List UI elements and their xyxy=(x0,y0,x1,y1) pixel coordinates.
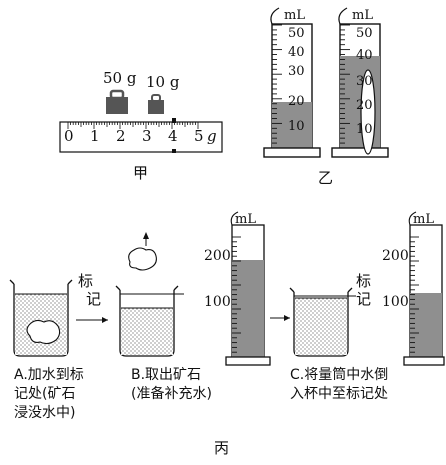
removed-ore-rock xyxy=(128,247,157,271)
step-a-line-1: A.加水到标 xyxy=(14,367,84,383)
step-c-line-2: 入杯中至标记处 xyxy=(290,386,388,402)
yi-left-tick-10: 10 xyxy=(288,119,305,134)
rider-marker-bottom xyxy=(172,149,176,153)
scale-tick-5: 5 xyxy=(194,127,204,145)
yi-right-tick-20: 20 xyxy=(356,98,373,113)
step-c-caption: C.将量筒中水倒 入杯中至标记处 xyxy=(290,366,388,404)
beam-ticks xyxy=(67,122,199,129)
yi-right-tick-30: 30 xyxy=(356,74,373,89)
mark-label-c-1: 标 xyxy=(356,272,372,290)
yi-right-tick-50: 50 xyxy=(356,26,373,41)
weight-10g xyxy=(148,94,164,114)
bing1-unit: mL xyxy=(235,212,256,227)
weight-50g xyxy=(106,89,128,114)
yi-left-tick-30: 30 xyxy=(288,64,305,79)
mark-label-a-1: 标 xyxy=(78,272,94,290)
yi-right-unit: mL xyxy=(352,8,373,23)
yi-left-unit: mL xyxy=(284,8,305,23)
yi-right-tick-40: 40 xyxy=(356,48,373,63)
caption-bing: 丙 xyxy=(214,439,230,457)
bing1-tick-200: 200 xyxy=(204,248,231,264)
mark-label-a: 标 记 xyxy=(78,272,101,308)
scale-tick-2: 2 xyxy=(116,127,126,145)
cylinder-yi-left xyxy=(263,7,321,158)
step-a-caption: A.加水到标 记处(矿石 浸没水中) xyxy=(14,366,84,423)
yi-left-tick-20: 20 xyxy=(288,94,305,109)
cylinder-yi-right xyxy=(331,7,389,158)
step-a-line-3: 浸没水中) xyxy=(14,405,76,421)
ore-sample-in-cylinder xyxy=(360,69,376,155)
scale-tick-0: 0 xyxy=(64,127,74,145)
cylinder-bing-2 xyxy=(403,211,445,366)
mark-label-c: 标 记 xyxy=(356,272,371,308)
yi-left-tick-40: 40 xyxy=(288,45,305,60)
bing2-unit: mL xyxy=(413,212,434,227)
scale-unit: g xyxy=(207,127,217,145)
mark-label-c-2: 记 xyxy=(356,290,372,308)
step-a-line-2: 记处(矿石 xyxy=(14,386,76,402)
scale-tick-1: 1 xyxy=(90,127,100,145)
mark-label-a-2: 记 xyxy=(86,290,102,308)
beaker-c xyxy=(289,287,356,357)
beaker-a xyxy=(9,279,73,357)
yi-right-tick-10: 10 xyxy=(356,122,373,137)
weight-label-50g: 50 g xyxy=(103,69,137,87)
bing1-tick-100: 100 xyxy=(204,294,231,310)
yi-left-tick-50: 50 xyxy=(288,26,305,41)
scale-tick-4: 4 xyxy=(168,127,178,145)
scale-tick-3: 3 xyxy=(142,127,152,145)
step-b-line-1: B.取出矿石 xyxy=(131,367,202,383)
bing2-tick-200: 200 xyxy=(382,248,409,264)
bing2-tick-100: 100 xyxy=(382,294,409,310)
beaker-b xyxy=(115,285,184,357)
step-b-caption: B.取出矿石 (准备补充水) xyxy=(131,366,212,404)
caption-jia: 甲 xyxy=(133,164,149,182)
balance-beam-scale xyxy=(59,118,223,153)
step-b-line-2: (准备补充水) xyxy=(131,386,212,402)
rider-marker xyxy=(172,118,176,123)
step-c-line-1: C.将量筒中水倒 xyxy=(290,367,389,383)
ore-rock-a xyxy=(26,319,61,345)
cylinder-bing-1 xyxy=(225,211,271,366)
weight-label-10g: 10 g xyxy=(146,73,180,91)
caption-yi: 乙 xyxy=(318,169,334,187)
